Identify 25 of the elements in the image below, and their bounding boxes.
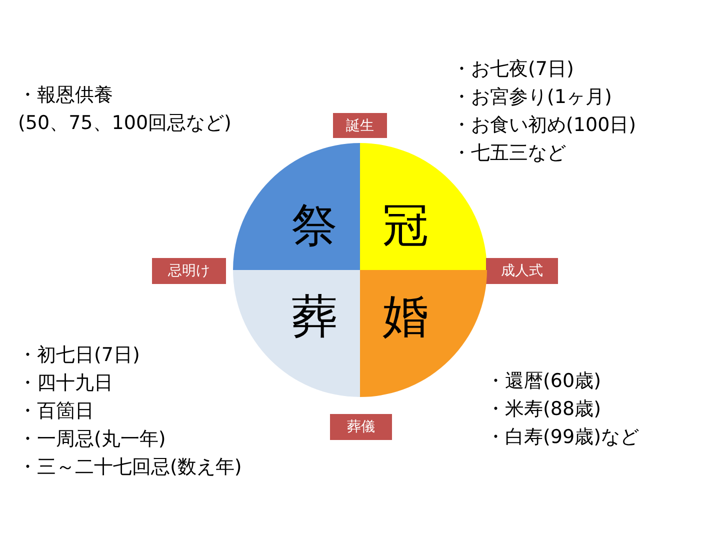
list-item: ・還暦(60歳): [486, 370, 602, 393]
list-item: ・初七日(7日): [18, 344, 140, 367]
list-item: (50、75、100回忌など): [18, 112, 232, 135]
list-item: ・一周忌(丸一年): [18, 428, 166, 451]
list-item: ・お宮参り(1ヶ月): [452, 86, 612, 109]
label-tag: 成人式: [486, 258, 558, 284]
list-item: ・報恩供養: [18, 84, 113, 107]
list-item: ・百箇日: [18, 400, 94, 423]
label-tag: 忌明け: [152, 258, 226, 284]
label-tag: 葬儀: [330, 414, 392, 440]
list-item: ・米寿(88歳): [486, 398, 602, 421]
list-item: ・七五三など: [452, 142, 566, 165]
list-item: ・三～二十七回忌(数え年): [18, 456, 242, 479]
quadrant-character: 祭: [292, 202, 338, 248]
quadrant-character: 婚: [382, 292, 428, 338]
quadrant-segment: [233, 270, 360, 397]
quadrant-segment: [360, 270, 487, 397]
list-item: ・お七夜(7日): [452, 58, 574, 81]
quadrant-segment: [233, 143, 360, 270]
list-item: ・白寿(99歳)など: [486, 426, 640, 449]
label-tag: 誕生: [333, 113, 387, 138]
quadrant-character: 冠: [382, 202, 428, 248]
list-item: ・お食い初め(100日): [452, 114, 636, 137]
quadrant-character: 葬: [292, 292, 338, 338]
list-item: ・四十九日: [18, 372, 113, 395]
